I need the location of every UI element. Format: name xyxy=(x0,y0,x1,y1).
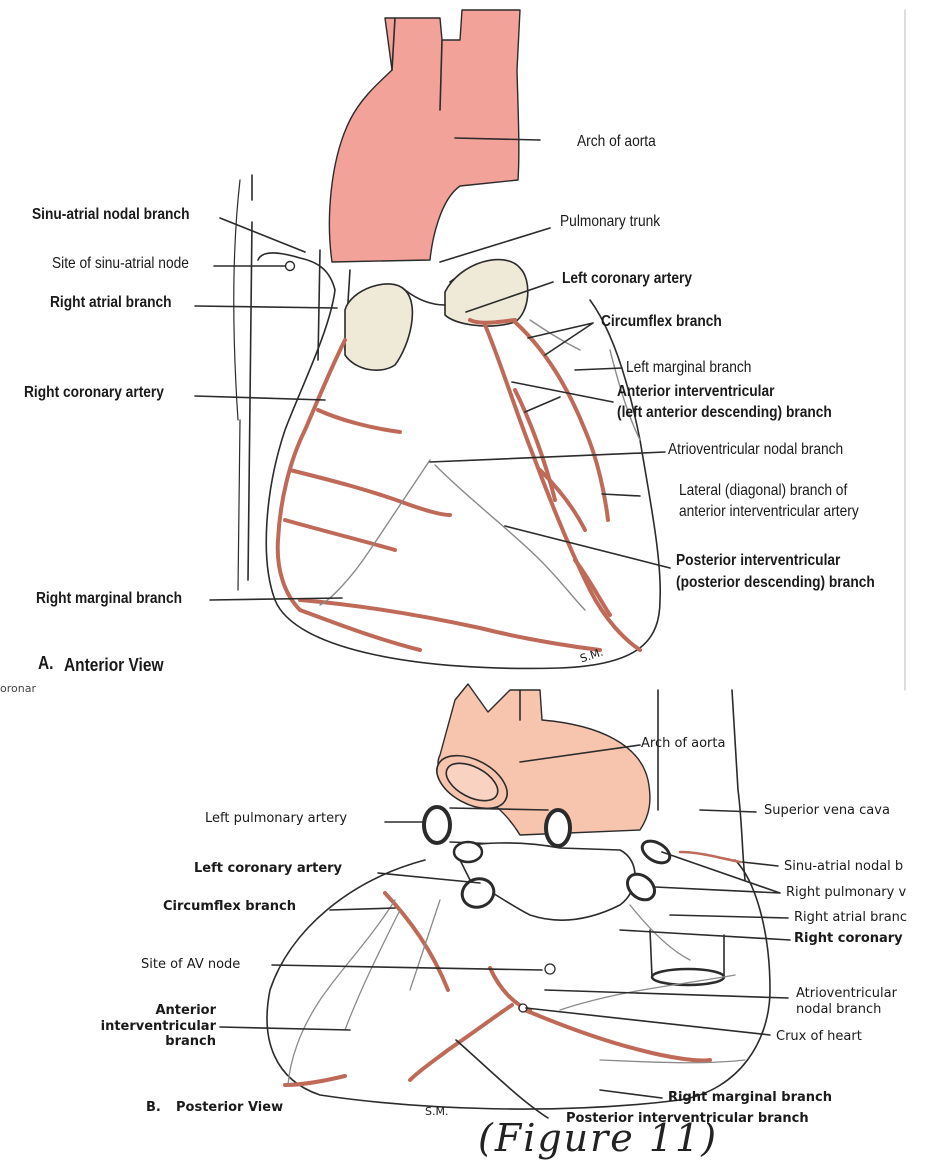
sa-node-site-marker xyxy=(286,262,295,271)
cropped-text-fragment: oronar xyxy=(0,683,36,695)
label-right-marginal-branch-posterior: Right marginal branch xyxy=(668,1091,832,1105)
valve-right xyxy=(345,284,412,370)
label-lateral-diagonal-branch-1: Lateral (diagonal) branch of xyxy=(679,482,847,500)
label-lateral-diagonal-branch-2: anterior interventricular artery xyxy=(679,503,859,521)
label-av-nodal-branch-1: Atrioventricular xyxy=(796,987,897,1001)
label-posterior-interventricular-2: (posterior descending) branch xyxy=(676,574,875,592)
label-av-nodal-branch-2: nodal branch xyxy=(796,1003,881,1017)
label-pulmonary-trunk: Pulmonary trunk xyxy=(560,213,660,231)
label-left-pulmonary-artery: Left pulmonary artery xyxy=(205,812,347,826)
label-superior-vena-cava: Superior vena cava xyxy=(764,804,890,818)
label-sinu-atrial-nodal-posterior: Sinu-atrial nodal b xyxy=(784,860,903,874)
label-left-coronary-artery-anterior: Left coronary artery xyxy=(562,270,692,288)
posterior-view-title: Posterior View xyxy=(176,1101,283,1115)
figure-caption: (Figure 11) xyxy=(478,1118,718,1160)
label-anterior-iv-posterior-2: interventricular xyxy=(80,1020,216,1034)
label-right-atrial-branch-posterior: Right atrial branc xyxy=(794,911,907,925)
label-left-coronary-artery-posterior: Left coronary artery xyxy=(194,862,342,876)
label-anterior-iv-posterior-1: Anterior xyxy=(120,1004,216,1018)
valve-left xyxy=(445,260,528,326)
posterior-signature: S.M. xyxy=(425,1106,448,1118)
label-right-pulmonary-vein: Right pulmonary v xyxy=(786,886,906,900)
label-right-coronary-posterior: Right coronary xyxy=(794,932,903,946)
label-anterior-interventricular-1: Anterior interventricular xyxy=(617,383,775,401)
label-right-marginal-branch-anterior: Right marginal branch xyxy=(36,590,182,608)
label-circumflex-branch-anterior: Circumflex branch xyxy=(601,313,722,331)
label-arch-of-aorta-posterior: Arch of aorta xyxy=(641,737,725,751)
label-sinu-atrial-nodal-branch-anterior: Sinu-atrial nodal branch xyxy=(32,206,190,224)
anterior-view-letter: A. xyxy=(38,654,53,674)
label-atrioventricular-nodal-branch-anterior: Atrioventricular nodal branch xyxy=(668,441,843,459)
label-left-marginal-branch: Left marginal branch xyxy=(626,359,751,377)
label-crux-of-heart: Crux of heart xyxy=(776,1030,862,1044)
label-right-coronary-artery-anterior: Right coronary artery xyxy=(24,384,164,402)
label-posterior-interventricular-1: Posterior interventricular xyxy=(676,552,840,570)
label-circumflex-branch-posterior: Circumflex branch xyxy=(163,900,296,914)
label-site-of-av-node: Site of AV node xyxy=(141,958,240,972)
label-right-atrial-branch-anterior: Right atrial branch xyxy=(50,294,172,312)
label-anterior-interventricular-2: (left anterior descending) branch xyxy=(617,404,832,422)
anterior-view-title: Anterior View xyxy=(64,656,164,676)
label-arch-of-aorta-anterior: Arch of aorta xyxy=(577,133,656,151)
av-node-site-marker xyxy=(545,964,555,974)
aorta-anterior xyxy=(329,10,520,262)
label-site-of-sinu-atrial-node: Site of sinu-atrial node xyxy=(52,255,189,273)
label-anterior-iv-posterior-3: branch xyxy=(120,1035,216,1049)
posterior-view-letter: B. xyxy=(146,1101,161,1115)
